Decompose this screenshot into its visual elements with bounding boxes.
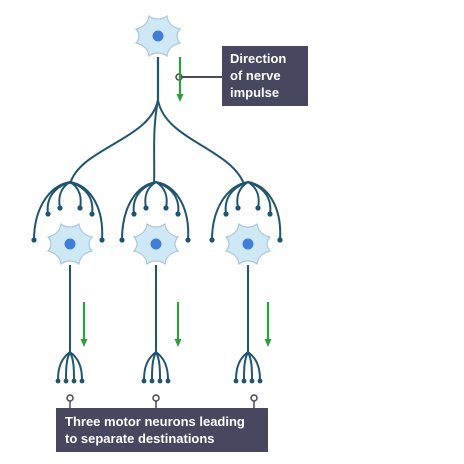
left-impulse-arrow <box>79 300 89 349</box>
left-pointer-dot <box>66 394 74 402</box>
motor-neuron-right <box>209 181 283 408</box>
right-pointer-dot <box>250 394 258 402</box>
right-impulse-arrow <box>263 300 273 349</box>
direction-label: Direction of nerve impulse <box>222 46 308 106</box>
right-nucleus <box>242 238 254 250</box>
motor-neuron-left <box>31 181 105 408</box>
motor-neuron-middle <box>119 181 191 408</box>
top-neuron <box>135 15 181 57</box>
left-nucleus <box>64 238 76 250</box>
middle-nucleus <box>150 238 162 250</box>
axon-branches <box>69 99 245 185</box>
top-nucleus <box>152 30 164 42</box>
motor-neurons-label: Three motor neurons leading to separate … <box>56 408 268 452</box>
middle-impulse-arrow <box>173 300 183 349</box>
middle-pointer-dot <box>152 394 160 402</box>
